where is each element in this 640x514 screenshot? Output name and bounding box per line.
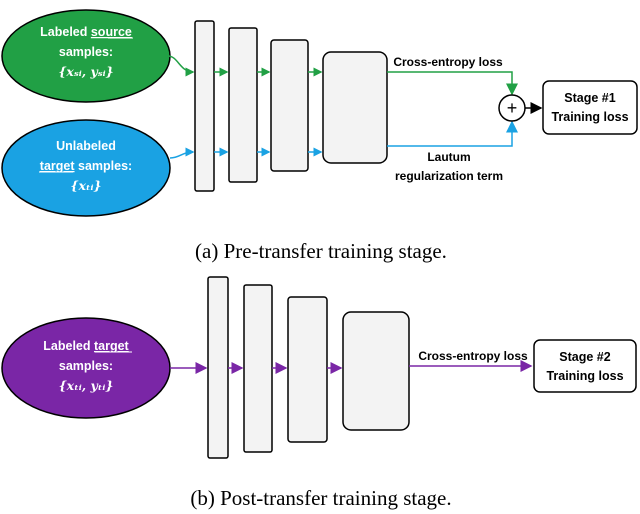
target-input-math: {xₜᵢ} xyxy=(70,178,101,193)
target-input-line2: target samples: xyxy=(40,159,132,173)
labeled-target-line2: samples: xyxy=(59,359,113,373)
layer-b-4 xyxy=(342,311,410,431)
lautum-label-line1: Lautum xyxy=(427,150,470,164)
stage-2-title: Stage #2 xyxy=(559,350,610,364)
target-arrow-in xyxy=(169,147,195,159)
cross-entropy-label-a: Cross-entropy loss xyxy=(393,55,503,69)
stage-1-title: Stage #1 xyxy=(564,91,615,105)
layer-1 xyxy=(194,20,215,192)
layer-4 xyxy=(322,51,388,164)
sum-symbol: + xyxy=(507,98,518,118)
source-input-line2: samples: xyxy=(59,45,113,59)
target-input-ellipse xyxy=(1,119,171,217)
lautum-path xyxy=(387,120,518,147)
source-input-line1: Labeled source xyxy=(40,25,132,39)
source-arrow-in xyxy=(167,55,195,77)
layer-b-3 xyxy=(287,296,328,443)
cross-entropy-label-b: Cross-entropy loss xyxy=(418,349,528,363)
stage-2-output-box xyxy=(533,339,637,393)
lautum-label-line2: regularization term xyxy=(395,169,503,183)
stage-b: Labeled target samples: {xₜᵢ, yₜᵢ} Cross… xyxy=(1,276,637,510)
caption-b: (b) Post-transfer training stage. xyxy=(190,486,451,510)
source-input-math: {xₛᵢ, yₛᵢ} xyxy=(58,64,113,79)
cross-entropy-path-a xyxy=(387,71,518,96)
target-input-line1: Unlabeled xyxy=(56,139,116,153)
labeled-target-line1: Labeled target xyxy=(43,339,129,353)
stage-1-output-box xyxy=(542,80,638,135)
stage-2-subtitle: Training loss xyxy=(546,369,623,383)
layer-2 xyxy=(228,27,258,183)
labeled-target-math: {xₜᵢ, yₜᵢ} xyxy=(59,378,114,393)
layer-b-1 xyxy=(207,276,229,459)
stage-1-subtitle: Training loss xyxy=(551,110,628,124)
caption-a: (a) Pre-transfer training stage. xyxy=(195,239,447,263)
stage-a: Labeled source samples: {xₛᵢ, yₛᵢ} Unlab… xyxy=(1,9,638,263)
layer-3 xyxy=(270,39,309,172)
layer-b-2 xyxy=(243,284,273,453)
